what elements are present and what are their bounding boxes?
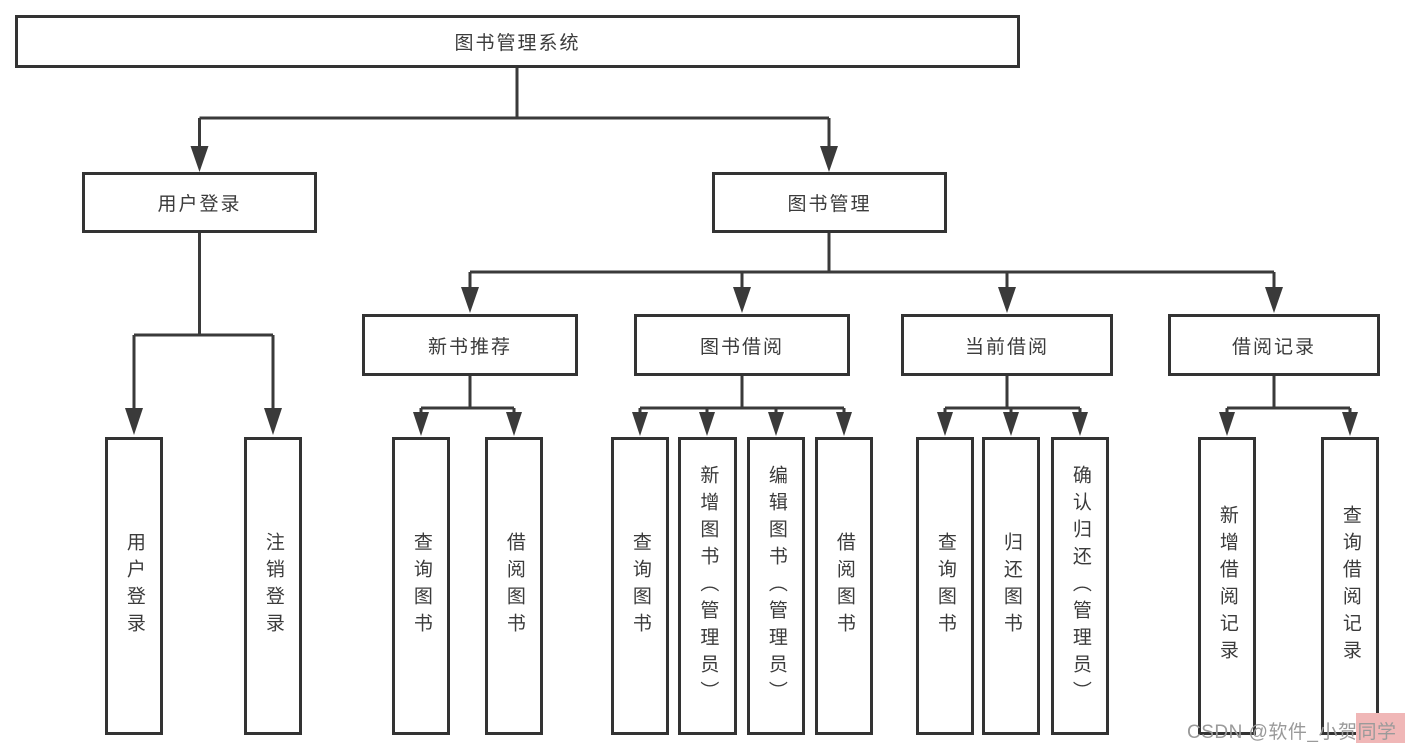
node-book-management: 图书管理 [712, 172, 947, 233]
leaf-return-books-label: 归还图书 [1000, 532, 1022, 640]
leaf-confirm-return-admin: 确认归还（管理员） [1051, 437, 1109, 735]
node-borrowing-records-label: 借阅记录 [1231, 336, 1316, 358]
node-user-login-label: 用户登录 [157, 194, 242, 215]
leaf-borrow-books-borrowing-label: 借阅图书 [833, 532, 855, 640]
leaf-edit-book-admin: 编辑图书（管理员） [747, 437, 805, 735]
node-library-system: 图书管理系统 [15, 15, 1020, 68]
node-user-login: 用户登录 [82, 172, 317, 233]
leaf-edit-book-admin-label: 编辑图书（管理员） [765, 464, 787, 708]
leaf-query-books-recommend-label: 查询图书 [410, 532, 432, 640]
node-library-system-label: 图书管理系统 [454, 33, 581, 54]
node-new-book-recommendation-label: 新书推荐 [427, 336, 512, 358]
leaf-logout: 注销登录 [244, 437, 302, 735]
leaf-user-login: 用户登录 [105, 437, 163, 735]
leaf-borrow-books-recommend: 借阅图书 [485, 437, 543, 735]
leaf-add-borrow-record: 新增借阅记录 [1198, 437, 1256, 735]
watermark: CSDN @软件_小贺同学 [1187, 722, 1397, 743]
leaf-user-login-label: 用户登录 [123, 532, 145, 640]
node-new-book-recommendation: 新书推荐 [362, 314, 578, 376]
leaf-query-books-recommend: 查询图书 [392, 437, 450, 735]
node-borrowing-records: 借阅记录 [1168, 314, 1380, 376]
leaf-query-books-current-label: 查询图书 [934, 532, 956, 640]
leaf-add-book-admin: 新增图书（管理员） [678, 437, 737, 735]
leaf-query-books-borrowing-label: 查询图书 [629, 532, 651, 640]
node-book-management-label: 图书管理 [787, 194, 872, 215]
leaf-query-books-borrowing: 查询图书 [611, 437, 669, 735]
node-book-borrowing-label: 图书借阅 [699, 336, 784, 358]
leaf-borrow-books-recommend-label: 借阅图书 [503, 532, 525, 640]
leaf-logout-label: 注销登录 [262, 532, 284, 640]
leaf-query-books-current: 查询图书 [916, 437, 974, 735]
leaf-query-borrow-record: 查询借阅记录 [1321, 437, 1379, 735]
leaf-query-borrow-record-label: 查询借阅记录 [1339, 505, 1361, 667]
leaf-add-book-admin-label: 新增图书（管理员） [697, 464, 719, 708]
node-book-borrowing: 图书借阅 [634, 314, 850, 376]
leaf-confirm-return-admin-label: 确认归还（管理员） [1069, 464, 1091, 708]
node-current-borrowing-label: 当前借阅 [964, 336, 1049, 358]
leaf-borrow-books-borrowing: 借阅图书 [815, 437, 873, 735]
node-current-borrowing: 当前借阅 [901, 314, 1113, 376]
leaf-add-borrow-record-label: 新增借阅记录 [1216, 505, 1238, 667]
watermark-highlight [1356, 713, 1405, 743]
leaf-return-books: 归还图书 [982, 437, 1040, 735]
